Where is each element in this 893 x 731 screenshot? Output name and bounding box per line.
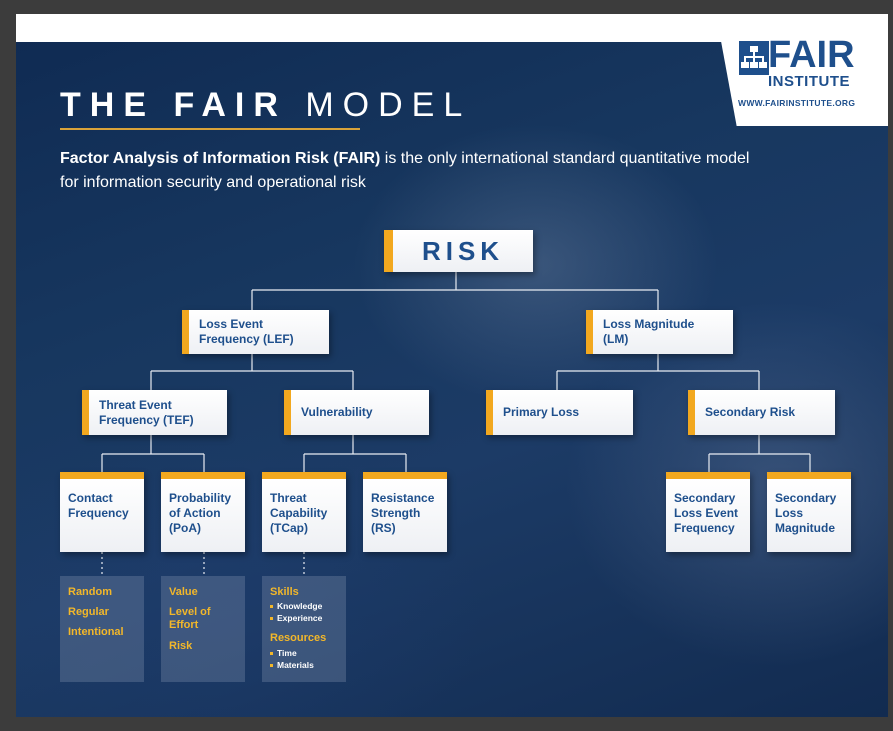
org-chart-logo-icon xyxy=(739,41,769,75)
node-label: Loss Magnitude (LM) xyxy=(603,317,695,346)
attribute-subitem: Time xyxy=(270,648,297,658)
node-resistance-strength: Resistance Strength (RS) xyxy=(363,472,447,552)
node-threat-event-frequency: Threat Event Frequency (TEF) xyxy=(82,390,227,435)
node-secondary-risk: Secondary Risk xyxy=(688,390,835,435)
node-primary-loss: Primary Loss xyxy=(486,390,633,435)
logo-subtitle: INSTITUTE xyxy=(768,73,850,90)
attributes-contact-frequency: Random Regular Intentional xyxy=(60,576,144,682)
risk-node: RISK xyxy=(384,230,533,272)
node-threat-capability: Threat Capability (TCap) xyxy=(262,472,346,552)
logo-url[interactable]: WWW.FAIRINSTITUTE.ORG xyxy=(738,98,856,108)
node-label: Loss Event Frequency (LEF) xyxy=(199,317,294,346)
title-bold: THE FAIR xyxy=(60,86,287,124)
attribute-item: Value xyxy=(169,586,198,598)
tree-connectors xyxy=(101,272,811,574)
node-label: Secondary Loss Event Frequency xyxy=(674,491,739,535)
node-label: Probability of Action (PoA) xyxy=(169,491,232,535)
attribute-subitem: Experience xyxy=(270,613,322,623)
attribute-subitem: Knowledge xyxy=(270,601,322,611)
intro-rest: is the only international standard quant… xyxy=(60,150,750,191)
title-underline xyxy=(60,128,360,130)
attribute-item: Random xyxy=(68,586,112,598)
node-label: Resistance Strength (RS) xyxy=(371,491,435,535)
node-vulnerability: Vulnerability xyxy=(284,390,429,435)
intro-bold: Factor Analysis of Information Risk (FAI… xyxy=(60,150,381,167)
node-label: Primary Loss xyxy=(503,405,580,419)
attributes-threat-capability: Skills Knowledge Experience Resources Ti… xyxy=(262,576,346,682)
node-label: Secondary Risk xyxy=(705,405,796,419)
node-label: Secondary Loss Magnitude xyxy=(775,491,837,535)
logo-wordmark: FAIR xyxy=(768,34,855,76)
attribute-item: Intentional xyxy=(68,626,124,638)
node-contact-frequency: Contact Frequency xyxy=(60,472,144,552)
attributes-probability-of-action: Value Level of Effort Risk xyxy=(161,576,245,682)
attribute-item: Risk xyxy=(169,640,193,652)
node-label: Threat Event Frequency (TEF) xyxy=(99,397,194,427)
attribute-item: Level of Effort xyxy=(169,606,211,631)
title-light: MODEL xyxy=(305,86,472,124)
node-secondary-loss-event-frequency: Secondary Loss Event Frequency xyxy=(666,472,750,552)
risk-label: RISK xyxy=(421,235,505,266)
node-probability-of-action: Probability of Action (PoA) xyxy=(161,472,245,552)
attribute-subitem: Materials xyxy=(270,660,314,670)
fair-model-poster: FAIR INSTITUTE WWW.FAIRINSTITUTE.ORG THE… xyxy=(16,14,888,717)
attribute-heading: Resources xyxy=(270,632,327,644)
node-label: Vulnerability xyxy=(301,405,373,419)
page-title: THE FAIR MODEL xyxy=(60,86,471,125)
node-label: Contact Frequency xyxy=(68,491,129,520)
attribute-heading: Skills xyxy=(270,586,299,598)
node-label: Threat Capability (TCap) xyxy=(270,491,328,535)
intro-paragraph: Factor Analysis of Information Risk (FAI… xyxy=(60,147,760,195)
node-loss-magnitude: Loss Magnitude (LM) xyxy=(586,310,733,354)
node-secondary-loss-magnitude: Secondary Loss Magnitude xyxy=(767,472,851,552)
node-loss-event-frequency: Loss Event Frequency (LEF) xyxy=(182,310,329,354)
attribute-item: Regular xyxy=(68,606,109,618)
